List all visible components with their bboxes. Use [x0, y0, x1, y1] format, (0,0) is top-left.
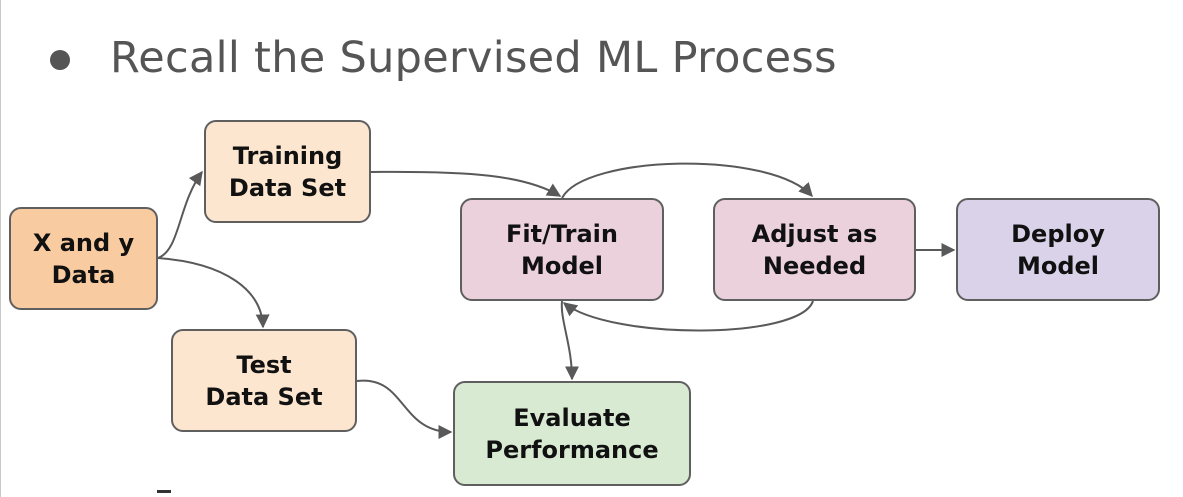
- node-fit-line2: Model: [520, 251, 604, 280]
- edge-fit-to-adjust: [561, 162, 813, 199]
- next-bullet-fragment: [157, 490, 171, 493]
- node-adjust-line2: Needed: [762, 251, 867, 280]
- heading-title: Recall the Supervised ML Process: [110, 33, 837, 83]
- node-adjust-as-needed: Adjust as Needed: [713, 198, 916, 301]
- node-training-line1: Training: [232, 141, 343, 170]
- node-test-line2: Data Set: [205, 382, 323, 411]
- node-deploy-model: Deploy Model: [956, 198, 1160, 301]
- edge-xy-to-training: [157, 170, 203, 259]
- node-fit-line1: Fit/Train: [506, 219, 618, 248]
- edge-xy-to-test: [157, 257, 270, 329]
- edge-training-to-fit: [370, 170, 562, 197]
- node-deploy-line1: Deploy: [1011, 219, 1105, 248]
- node-test-line1: Test: [236, 350, 292, 379]
- node-adjust-line1: Adjust as: [751, 219, 878, 248]
- node-xy-data-line2: Data: [51, 260, 116, 289]
- node-test-data-set: Test Data Set: [171, 329, 357, 432]
- node-evaluate-performance: Evaluate Performance: [453, 381, 691, 486]
- bullet-icon: [50, 50, 70, 70]
- node-xy-data-line1: X and y: [32, 228, 135, 257]
- node-deploy-line2: Model: [1016, 251, 1100, 280]
- node-fit-train-model: Fit/Train Model: [460, 198, 664, 301]
- node-evaluate-line2: Performance: [485, 435, 659, 464]
- edge-test-to-evaluate: [356, 379, 453, 439]
- slide-heading: Recall the Supervised ML Process: [50, 28, 837, 88]
- node-evaluate-line1: Evaluate: [513, 403, 631, 432]
- edge-adjust-to-fit: [562, 300, 814, 332]
- edge-fit-to-evaluate: [560, 300, 579, 381]
- node-training-data-set: Training Data Set: [204, 120, 371, 223]
- node-training-line2: Data Set: [228, 173, 347, 202]
- node-xy-data: X and y Data: [9, 207, 158, 310]
- slide-border: [0, 0, 1, 497]
